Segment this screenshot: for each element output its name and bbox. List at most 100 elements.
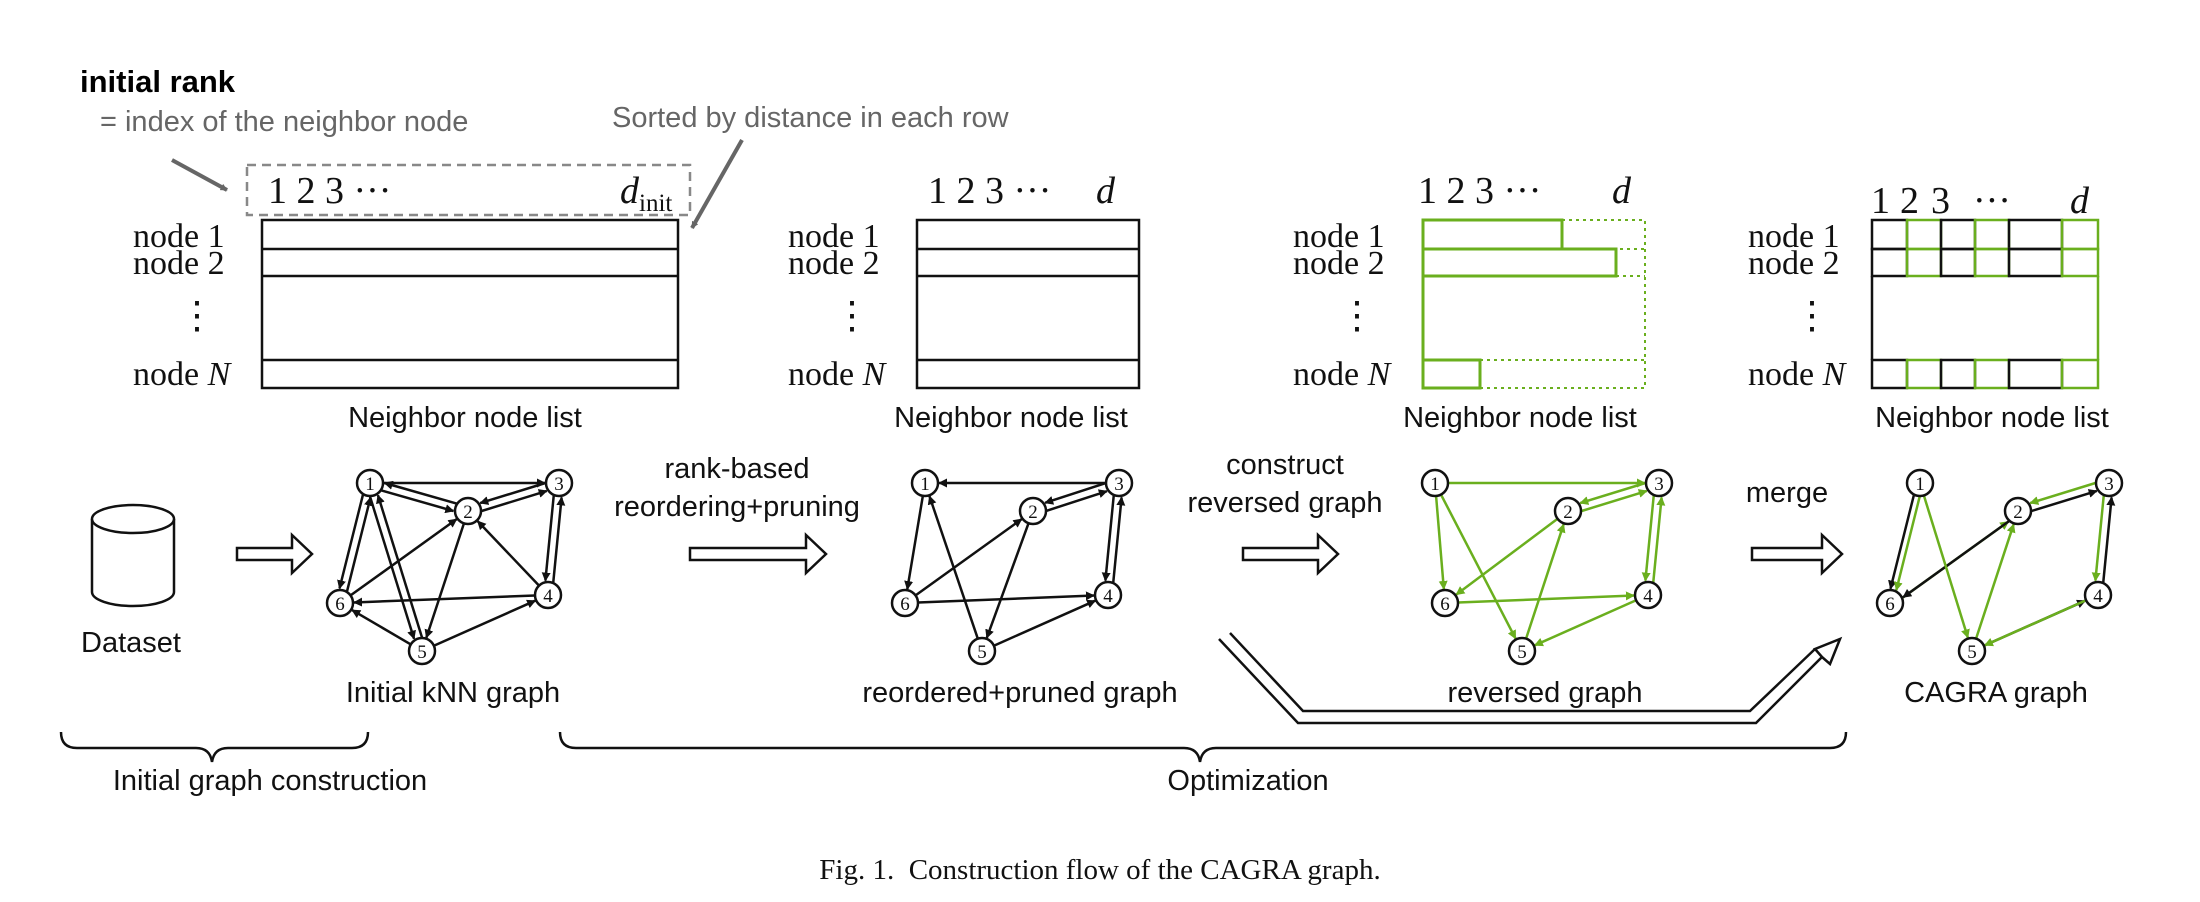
matrix-cell <box>2007 218 2064 251</box>
graph-node <box>967 636 997 666</box>
row-ellipsis: ⋮ <box>1338 295 1376 337</box>
graph-node <box>1633 580 1663 610</box>
reorder-label-line-1: rank-based <box>664 453 809 485</box>
graph-edge <box>985 522 1030 639</box>
flow-arrow-merge <box>1750 532 1844 576</box>
graph-edge <box>376 494 424 638</box>
graph-node <box>890 588 920 618</box>
flow-arrow-reverse <box>1241 532 1340 576</box>
col-d-init: dinit <box>620 170 672 217</box>
graph-node <box>1093 580 1123 610</box>
matrix-cell <box>1870 218 1909 251</box>
col-numbers: 1 2 3 ··· <box>928 170 1051 212</box>
pruned-graph-label: reordered+pruned graph <box>862 677 1177 709</box>
matrix-cell <box>1939 218 1977 251</box>
matrix-cell <box>1973 358 2011 390</box>
graph-edge <box>541 495 555 582</box>
col-d: d <box>1612 170 1632 212</box>
cagra-graph-label: CAGRA graph <box>1904 677 2088 709</box>
matrix-cell <box>2007 358 2064 390</box>
graph-node-label: 5 <box>1517 642 1527 663</box>
graph-node-label: 1 <box>920 474 930 495</box>
graph-edge <box>927 495 980 640</box>
graph-node-label: 2 <box>1028 502 1038 523</box>
row-label-node-n: node N <box>133 356 233 393</box>
matrix-cell <box>1870 358 1909 390</box>
list-caption: Neighbor node list <box>1875 402 2109 434</box>
dataset-label: Dataset <box>81 627 181 659</box>
graph-node <box>453 496 483 526</box>
matrix-outline <box>915 218 1141 390</box>
matrix-cell <box>1905 218 1943 251</box>
graph-node <box>533 580 563 610</box>
graph-edge <box>1893 496 1921 592</box>
graph-edge <box>381 489 455 514</box>
graph-node <box>1644 468 1674 498</box>
cagra-cells <box>1870 218 2100 390</box>
row-label-node-2: node 2 <box>1748 245 1840 282</box>
matrix-cell <box>1870 247 1909 278</box>
matrix-cell <box>1973 218 2011 251</box>
brace-optimization <box>558 731 1848 763</box>
graph-edge <box>917 591 1095 604</box>
col-2: 2 <box>1900 180 1919 222</box>
bypass-arrow <box>1218 632 1843 725</box>
graph-node <box>1507 636 1537 666</box>
graph-edge <box>2029 481 2096 505</box>
graph-node-label: 3 <box>2104 474 2114 495</box>
matrix-cell <box>1905 247 1943 278</box>
construct-label-line-1: construct <box>1226 449 1344 481</box>
graph-node <box>1875 588 1905 618</box>
graph-node <box>1104 468 1134 498</box>
col-numbers: 1 2 3 ··· <box>1418 170 1541 212</box>
graph-edge <box>481 489 548 513</box>
graph-node-label: 4 <box>2093 586 2103 607</box>
graph-node <box>2083 580 2113 610</box>
graph-edge <box>349 518 458 597</box>
graph-node <box>325 588 355 618</box>
col-dots: ··· <box>1973 180 2011 222</box>
graph-edge <box>914 518 1023 597</box>
brace-initial <box>59 731 370 763</box>
sorted-note: Sorted by distance in each row <box>612 102 1010 134</box>
filled-row-node-2 <box>1421 247 1618 278</box>
dataset-cylinder-icon <box>90 503 176 608</box>
matrix-cell <box>2060 358 2100 390</box>
graph-edge <box>552 496 566 583</box>
matrix-cell <box>1939 247 1977 278</box>
graph-edge <box>1922 495 1970 639</box>
row-label-node-1: node 1 <box>1293 218 1385 255</box>
flow-arrow-to-knn <box>235 532 314 576</box>
graph-node-label: 3 <box>1114 474 1124 495</box>
list-caption: Neighbor node list <box>348 402 582 434</box>
graph-node-label: 2 <box>1563 502 1573 523</box>
merge-label: merge <box>1746 477 1828 509</box>
col-1: 1 <box>1871 180 1890 222</box>
graph-edge <box>479 481 546 505</box>
matrix-cell <box>1939 358 1977 390</box>
initial-rank-description: = index of the neighbor node <box>100 106 468 138</box>
neighbor-list-reversed: 1 2 3 ··· d node 1 node 2 ⋮ node N Neigh… <box>1293 170 1646 434</box>
graph-node-label: 6 <box>1885 594 1895 615</box>
neighbor-list-initial: 1 2 3 ··· dinit node 1 node 2 ⋮ node N N… <box>133 170 680 434</box>
graph-node <box>1905 468 1935 498</box>
col-d: d <box>1096 170 1116 212</box>
neighbor-list-pruned: 1 2 3 ··· d node 1 node 2 ⋮ node N Neigh… <box>788 170 1141 434</box>
sorted-pointer-arrow <box>690 139 744 229</box>
graph-edge <box>1044 482 1106 505</box>
matrix-cell <box>2060 247 2100 278</box>
row-label-node-1: node 1 <box>788 218 880 255</box>
row-ellipsis: ⋮ <box>833 295 871 337</box>
row-label-node-1: node 1 <box>133 218 225 255</box>
graph-edge <box>904 495 925 591</box>
col-d: d <box>2070 180 2090 222</box>
graph-edge <box>383 480 457 505</box>
reorder-label-line-2: reordering+pruning <box>614 491 860 523</box>
matrix-cell <box>2060 218 2100 251</box>
graph-edge <box>2091 495 2105 582</box>
phase-optimization-label: Optimization <box>1167 765 1328 797</box>
row-label-node-1: node 1 <box>1748 218 1840 255</box>
